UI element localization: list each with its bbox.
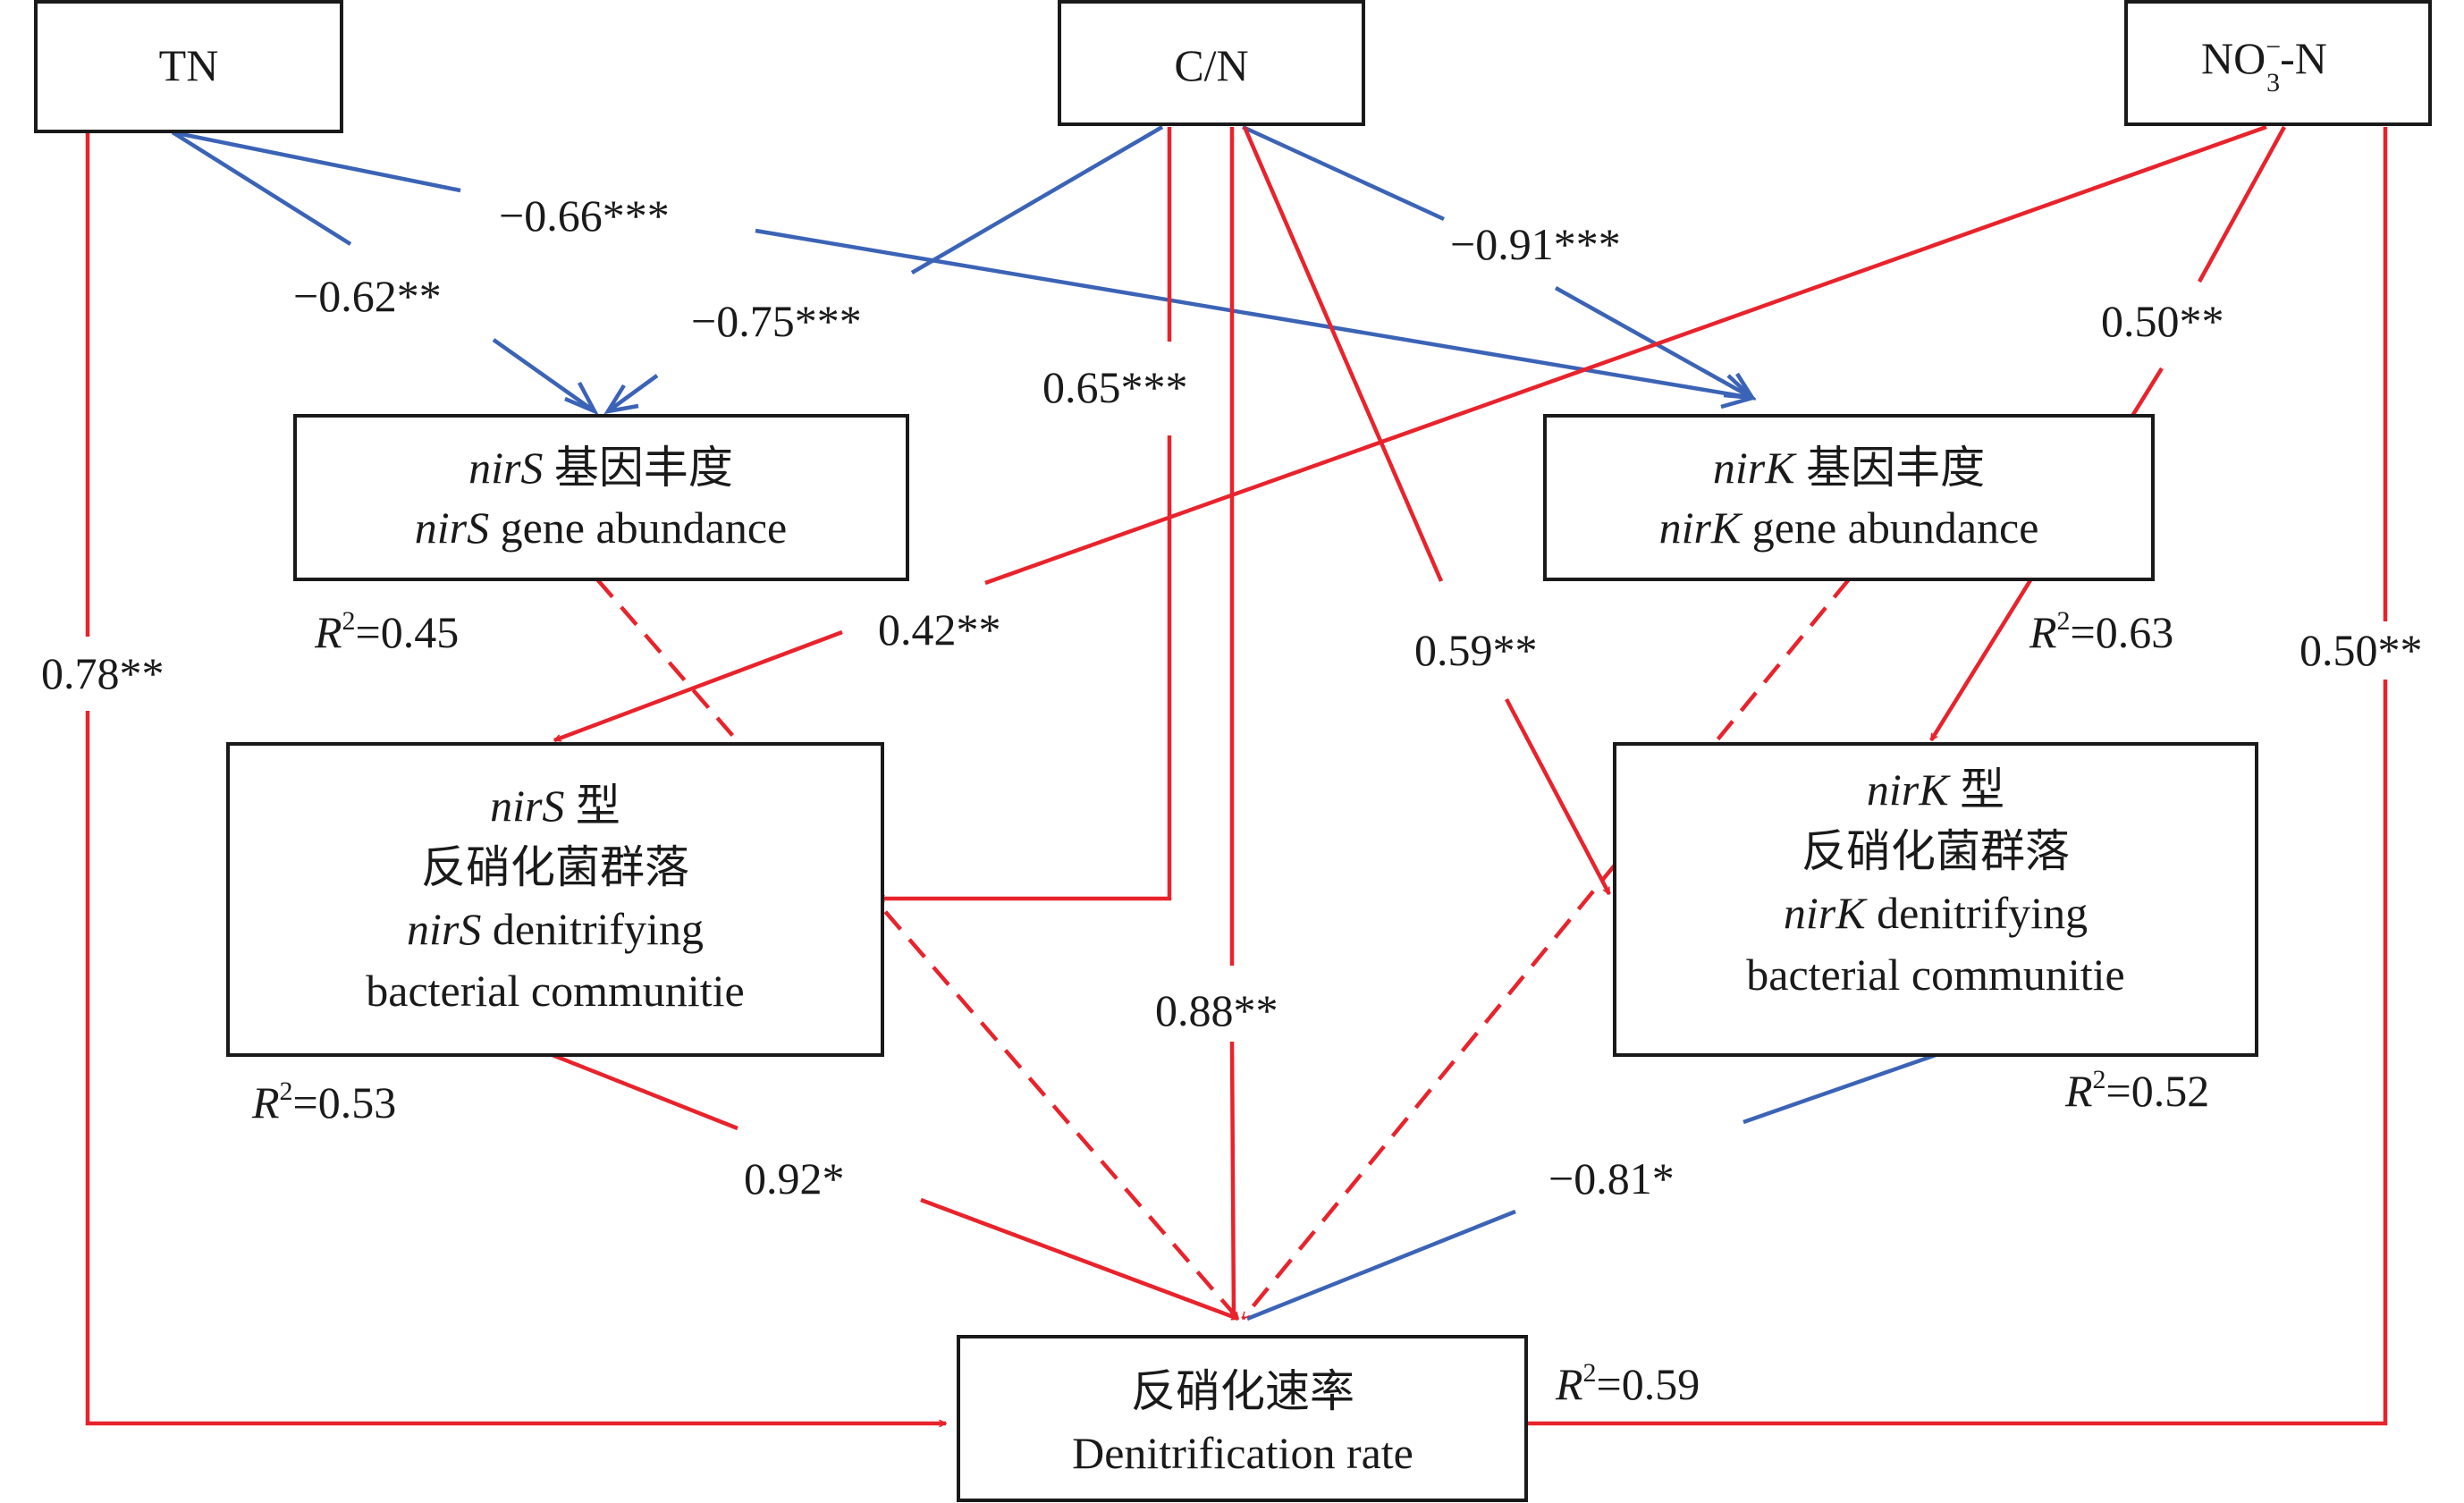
svg-text:nirK 基因丰度: nirK 基因丰度 [1713,443,1985,493]
path-cn-to-nirs-abundance [606,125,1164,413]
coef-no3-nirk-communities: 0.50** [2101,296,2224,346]
coef-cn-rate: 0.88** [1155,985,1278,1035]
path-nirs-comm-to-rate [552,1052,1238,1319]
path-tn-to-nirs-abundance [171,131,596,413]
node-nirs-communities: nirS 型 反硝化菌群落 nirS denitrifying bacteria… [226,742,884,1057]
svg-text:nirK gene abundance: nirK gene abundance [1659,502,2039,553]
arrowhead-nirk-abundance-upper [1723,372,1757,401]
svg-text:nirK 型: nirK 型 [1867,764,2004,815]
svg-text:bacterial communitie: bacterial communitie [1746,950,2124,1000]
path-cn-to-nirs-comm [878,127,1172,899]
svg-text:C/N: C/N [1174,40,1248,90]
r2-nirs-communities: R2=0.53 [251,1077,396,1127]
node-no3-n: NO−3-N [2124,0,2432,126]
coef-nirs-communities-rate: 0.92* [744,1153,845,1203]
svg-text:TN: TN [159,40,219,90]
arrowhead-nirs-abundance-right [603,384,639,415]
svg-text:nirS gene abundance: nirS gene abundance [415,502,788,553]
path-nirk-abundance-to-rate [1241,578,1851,1321]
coef-cn-nirs-abundance: −0.75*** [691,296,862,346]
svg-text:nirS denitrifying: nirS denitrifying [407,904,704,954]
coef-tn-nirs-abundance: −0.62** [293,271,442,321]
node-tn: TN [34,0,343,133]
coef-cn-nirs-communities: 0.65*** [1042,362,1188,412]
svg-text:nirK denitrifying: nirK denitrifying [1784,888,2088,938]
coef-nirk-communities-rate: −0.81* [1548,1153,1675,1203]
svg-text:nirS 基因丰度: nirS 基因丰度 [468,443,733,493]
coef-tn-rate: 0.78** [41,648,165,698]
svg-text:反硝化速率: 反硝化速率 [1131,1366,1354,1416]
node-nirk-communities: nirK 型 反硝化菌群落 nirK denitrifying bacteria… [1613,742,2258,1057]
svg-text:反硝化菌群落: 反硝化菌群落 [421,842,689,892]
svg-text:反硝化菌群落: 反硝化菌群落 [1802,826,2070,876]
coef-cn-nirk-communities: 0.59** [1414,625,1538,675]
node-nirs-abundance: nirS 基因丰度 nirS gene abundance [293,414,909,581]
r2-denitrification-rate: R2=0.59 [1555,1358,1700,1409]
coef-cn-nirk-abundance: −0.91*** [1450,219,1621,269]
path-cn-to-rate [1232,127,1234,1319]
svg-text:NO−3-N: NO−3-N [2201,32,2327,97]
path-nirk-comm-to-rate [1246,1052,1937,1321]
node-nirk-abundance: nirK 基因丰度 nirK gene abundance [1543,414,2155,581]
path-nirs-abundance-to-rate [595,578,1240,1321]
svg-text:nirS 型: nirS 型 [490,781,620,831]
path-no3-to-rate [1520,127,2388,1423]
node-denitrification-rate: 反硝化速率 Denitrification rate [957,1335,1528,1502]
r2-nirk-communities: R2=0.52 [2064,1065,2209,1116]
coef-no3-rate: 0.50** [2299,625,2423,675]
arrowhead-nirs-abundance-left [564,381,599,416]
node-cn: C/N [1058,0,1365,126]
r2-nirk-abundance: R2=0.63 [2029,606,2173,657]
path-cn-to-nirk-comm [1242,126,1609,894]
coef-no3-nirs-communities: 0.42** [878,604,1001,654]
svg-text:bacterial communitie: bacterial communitie [366,966,744,1016]
path-no3-to-nirs-comm [554,124,2267,740]
svg-text:Denitrification rate: Denitrification rate [1072,1428,1413,1478]
coef-tn-nirk-abundance: −0.66*** [499,190,670,241]
path-tn-to-rate [85,131,946,1423]
r2-nirs-abundance: R2=0.45 [314,606,459,657]
